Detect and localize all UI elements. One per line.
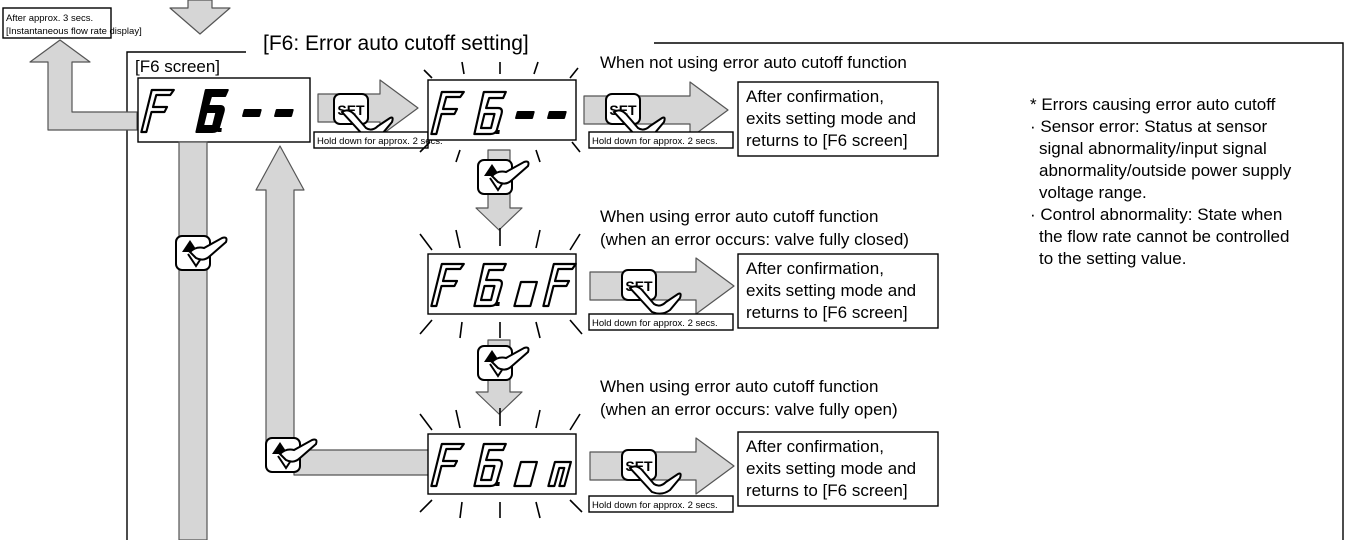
confirm-1-line2: exits setting mode and <box>746 109 916 128</box>
down-key-icon <box>175 235 228 271</box>
entry-arrow <box>169 0 231 35</box>
confirm-2-line2: exits setting mode and <box>746 281 916 300</box>
option-2-caption-line1: When using error auto cutoff function <box>600 207 878 226</box>
down-arrow-left <box>178 141 208 540</box>
hold-label-box-3 <box>588 313 734 331</box>
confirm-1-line1: After confirmation, <box>746 87 884 106</box>
hold-label-box-2 <box>588 131 734 149</box>
blink-rays-1 <box>419 61 581 163</box>
note-line-2: signal abnormality/input signal <box>1039 139 1267 158</box>
blink-rays-2 <box>419 228 583 339</box>
connector-bar <box>293 449 433 476</box>
confirm-box-2 <box>737 253 939 329</box>
note-line-6: the flow rate cannot be controlled <box>1039 227 1289 246</box>
confirm-box-1 <box>737 81 939 157</box>
down-key-icon-2 <box>477 345 530 381</box>
return-arrow <box>29 39 138 131</box>
return-note-line2: [Instantaneous flow rate display] <box>6 26 142 37</box>
f6-screen-label: [F6 screen] <box>135 57 220 76</box>
option-1-caption: When not using error auto cutoff functio… <box>600 53 907 72</box>
confirm-2-line1: After confirmation, <box>746 259 884 278</box>
hold-label-1: Hold down for approx. 2 secs. <box>317 136 443 147</box>
note-line-1: · Sensor error: Status at sensor <box>1030 117 1267 136</box>
confirm-box-3 <box>737 431 939 507</box>
option-3-caption-line2: (when an error occurs: valve fully open) <box>600 400 898 419</box>
confirm-3-line1: After confirmation, <box>746 437 884 456</box>
confirm-3-line2: exits setting mode and <box>746 459 916 478</box>
error-notes: * Errors causing error auto cutoff · Sen… <box>1030 95 1292 268</box>
note-line-5: · Control abnormality: State when <box>1030 205 1282 224</box>
section-frame <box>126 42 1344 540</box>
option-2-caption-line2: (when an error occurs: valve fully close… <box>600 230 909 249</box>
blink-rays-3 <box>419 408 583 519</box>
note-line-0: * Errors causing error auto cutoff <box>1030 95 1276 114</box>
note-line-4: voltage range. <box>1039 183 1147 202</box>
up-arrow-return <box>255 145 305 451</box>
return-note-box <box>2 7 112 39</box>
confirm-3-line3: returns to [F6 screen] <box>746 481 908 500</box>
hold-label-2: Hold down for approx. 2 secs. <box>592 136 718 147</box>
confirm-2-line3: returns to [F6 screen] <box>746 303 908 322</box>
hold-label-3: Hold down for approx. 2 secs. <box>592 318 718 329</box>
return-note-line1: After approx. 3 secs. <box>6 13 93 24</box>
hold-label-4: Hold down for approx. 2 secs. <box>592 500 718 511</box>
confirm-1-line3: returns to [F6 screen] <box>746 131 908 150</box>
note-line-7: to the setting value. <box>1039 249 1186 268</box>
option-3-caption-line1: When using error auto cutoff function <box>600 377 878 396</box>
section-title: [F6: Error auto cutoff setting] <box>263 32 529 55</box>
down-key-icon-1 <box>477 159 530 195</box>
hold-label-box-4 <box>588 495 734 513</box>
note-line-3: abnormality/outside power supply <box>1039 161 1292 180</box>
